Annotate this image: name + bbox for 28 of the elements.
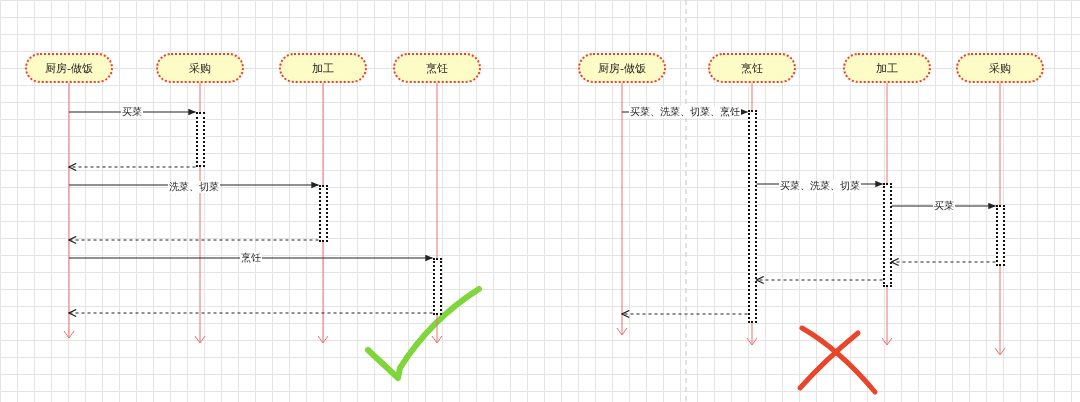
participant-name: 加工 (312, 60, 334, 76)
activation-bar (318, 185, 328, 242)
edge-label: 洗菜、切菜 (167, 181, 220, 193)
message-arrow (890, 257, 996, 267)
participant-name: 采购 (189, 60, 211, 76)
participant-name: 厨房-做饭 (45, 60, 93, 76)
message-arrow (755, 275, 883, 285)
activation-bar (882, 183, 892, 287)
activation-bar (432, 258, 442, 315)
participant-name: 烹饪 (741, 60, 763, 76)
participant-name: 厨房-做饭 (598, 60, 646, 76)
participant-name: 烹饪 (426, 60, 448, 76)
edge-label: 买菜 (121, 106, 144, 118)
message-arrow (68, 254, 434, 262)
message-arrow (68, 235, 319, 245)
activation-bar (995, 205, 1005, 266)
participant-name: 加工 (876, 60, 898, 76)
activation-bar (747, 110, 757, 323)
activation-bar (195, 112, 205, 167)
message-arrow (68, 108, 197, 116)
message-arrow (68, 308, 433, 318)
message-arrow (621, 309, 748, 319)
edge-label: 买菜、洗菜、切菜、烹饪 (628, 106, 741, 118)
participant-name: 采购 (989, 60, 1011, 76)
message-arrow (68, 162, 196, 172)
edge-label: 买菜、洗菜、切菜 (778, 180, 861, 192)
edge-label: 买菜 (932, 200, 955, 212)
edge-label: 烹饪 (239, 252, 262, 264)
